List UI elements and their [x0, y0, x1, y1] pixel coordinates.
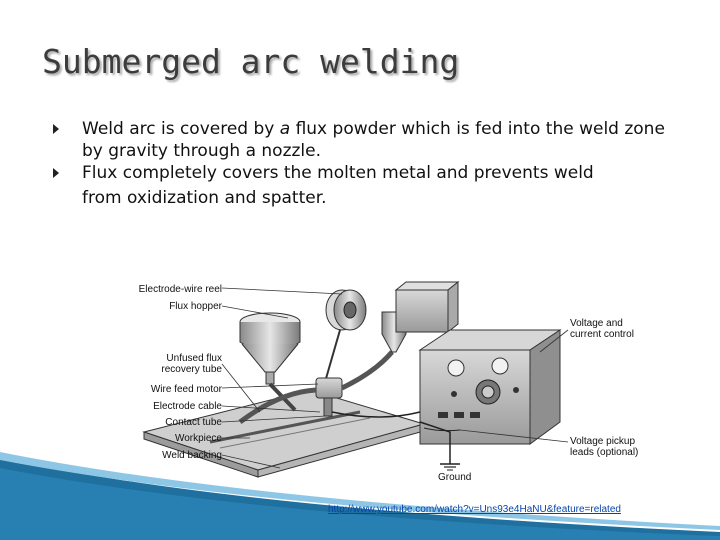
label-unfused-flux-line2: recovery tube [161, 364, 222, 375]
bullet-arrow-icon [53, 168, 59, 178]
label-voltage-pickup-line1: Voltage pickup [570, 436, 636, 447]
label-weld-backing: Weld backing [162, 450, 222, 461]
bullet-item: Flux completely covers the molten metal … [50, 162, 690, 209]
bullet-text-pre: Flux completely covers the molten metal … [82, 163, 594, 183]
label-unfused-flux-line1: Unfused flux [166, 353, 222, 364]
decorative-swoosh [0, 452, 720, 540]
label-contact-tube: Contact tube [165, 417, 222, 428]
label-electrode-cable: Electrode cable [153, 401, 222, 412]
bullet-text-em: a [279, 119, 291, 139]
slide-title: Submerged arc welding [42, 42, 460, 81]
label-workpiece: Workpiece [174, 433, 222, 444]
bullet-text-post: flux powder which is fed into the weld z… [82, 119, 665, 161]
saw-diagram: Electrode-wire reel Flux hopper Unfused … [120, 272, 660, 490]
bullet-list: Weld arc is covered by a flux powder whi… [50, 118, 690, 209]
label-voltage-current-line2: current control [570, 329, 634, 340]
saw-equipment-illustration [142, 280, 569, 478]
label-flux-hopper: Flux hopper [169, 301, 222, 312]
bullet-item: Weld arc is covered by a flux powder whi… [50, 118, 690, 162]
label-wire-feed-motor: Wire feed motor [150, 384, 222, 395]
bullet-arrow-icon [53, 124, 59, 134]
label-voltage-current-line1: Voltage and [570, 318, 623, 329]
bullet-text-pre: Weld arc is covered by [82, 119, 280, 139]
label-electrode-wire-reel: Electrode-wire reel [138, 284, 222, 295]
label-voltage-pickup-line2: leads (optional) [570, 447, 639, 458]
bullet-text-tail: from oxidization and spatter. [82, 188, 327, 208]
reference-link[interactable]: http://www.youtube.com/watch?v=Uns93e4Ha… [328, 504, 621, 515]
label-ground: Ground [438, 472, 472, 483]
